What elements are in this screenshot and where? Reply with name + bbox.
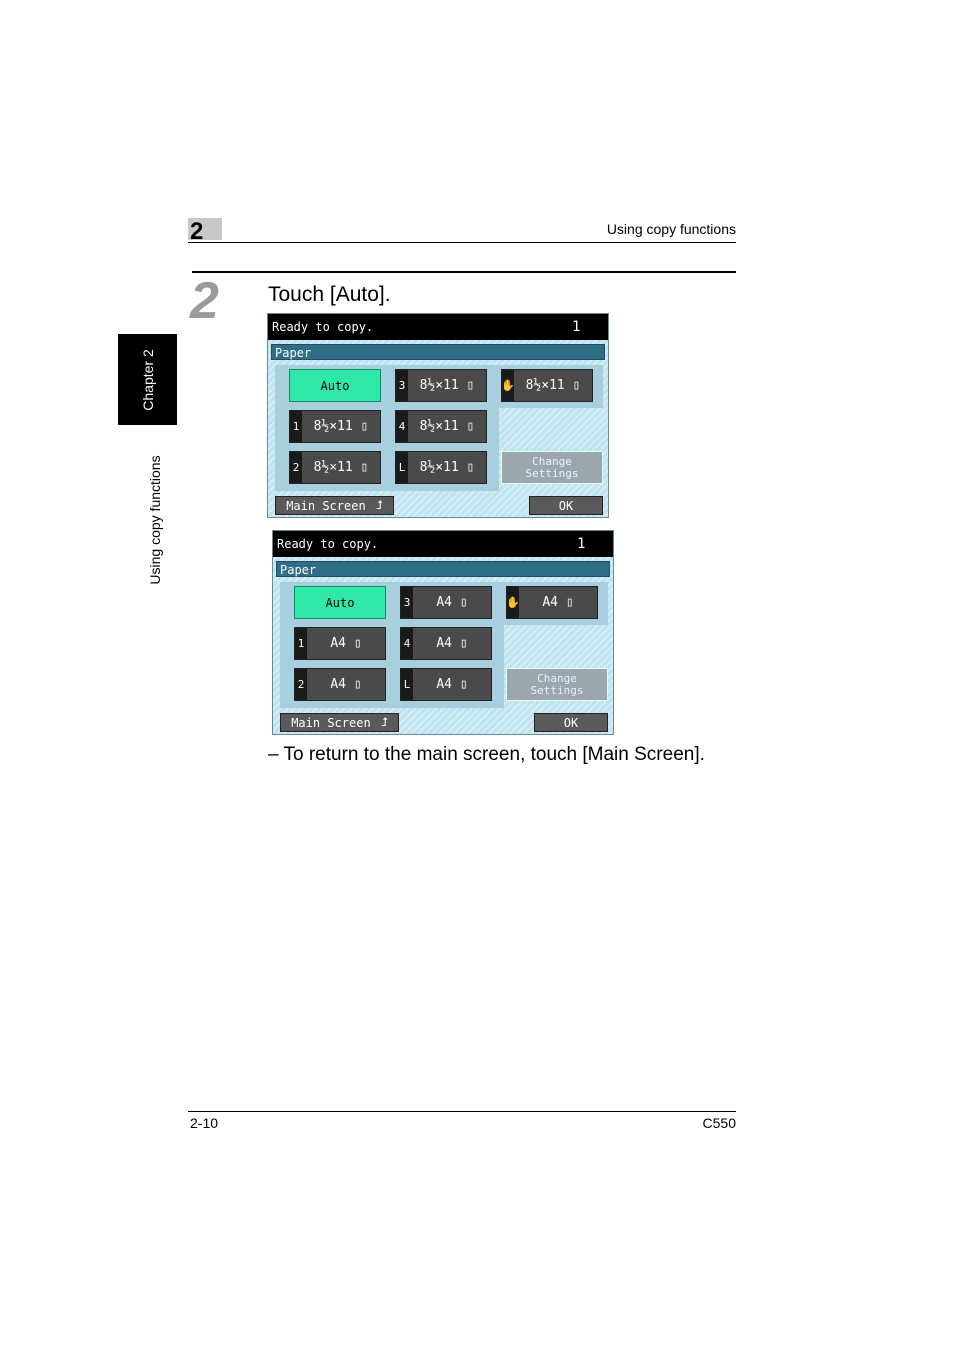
change-settings-line2: Settings xyxy=(530,683,584,697)
hand-icon: ✋ xyxy=(501,370,515,401)
copy-count: 1 xyxy=(577,536,586,552)
change-settings-line2: Settings xyxy=(525,466,579,480)
tray-paper-size: 8½×11 ▯ xyxy=(313,419,369,434)
tray-number: 4 xyxy=(396,411,408,442)
status-text: Ready to copy. xyxy=(272,320,374,334)
model-name: C550 xyxy=(702,1115,736,1131)
tray-number: 1 xyxy=(290,411,302,442)
tray-number: L xyxy=(401,669,413,700)
tray-lct-button[interactable]: L 8½×11 ▯ xyxy=(395,451,487,484)
main-screen-label: Main Screen xyxy=(291,715,371,730)
tray-3-button[interactable]: 3 A4 ▯ xyxy=(400,586,492,619)
ok-button[interactable]: OK xyxy=(534,713,608,732)
chapter-number: 2 xyxy=(190,218,204,245)
main-screen-label: Main Screen xyxy=(286,498,366,513)
change-settings-button[interactable]: Change Settings xyxy=(506,668,608,701)
status-bar: Ready to copy. 1 xyxy=(273,531,613,557)
auto-button[interactable]: Auto xyxy=(289,369,381,402)
bypass-tray-button[interactable]: ✋ A4 ▯ xyxy=(506,586,598,619)
tray-paper-size: 8½×11 ▯ xyxy=(419,419,475,434)
main-screen-button[interactable]: Main Screen ⮥ xyxy=(280,713,399,732)
paper-tab: Paper xyxy=(276,561,610,577)
tray-paper-size: 8½×11 ▯ xyxy=(525,378,581,393)
auto-button[interactable]: Auto xyxy=(294,586,386,619)
tray-paper-size: A4 ▯ xyxy=(436,636,468,651)
main-screen-button[interactable]: Main Screen ⮥ xyxy=(275,496,394,515)
tray-number: 2 xyxy=(290,452,302,483)
tray-1-button[interactable]: 1 A4 ▯ xyxy=(294,627,386,660)
tray-1-button[interactable]: 1 8½×11 ▯ xyxy=(289,410,381,443)
footer-rule xyxy=(188,1111,736,1112)
tray-number: 4 xyxy=(401,628,413,659)
tray-2-button[interactable]: 2 A4 ▯ xyxy=(294,668,386,701)
step-number: 2 xyxy=(190,272,219,330)
tray-2-button[interactable]: 2 8½×11 ▯ xyxy=(289,451,381,484)
note-text: – To return to the main screen, touch [M… xyxy=(268,744,705,765)
change-settings-button[interactable]: Change Settings xyxy=(501,451,603,484)
side-chapter-tab xyxy=(118,334,177,425)
return-arrow-icon: ⮥ xyxy=(375,498,383,512)
copier-screen-letter: Ready to copy. 1 Paper Auto 3 8½×11 ▯ ✋ … xyxy=(267,313,609,518)
copier-screen-a4: Ready to copy. 1 Paper Auto 3 A4 ▯ ✋ A4 … xyxy=(272,530,614,735)
copy-count: 1 xyxy=(572,319,581,335)
page-number: 2-10 xyxy=(190,1115,219,1131)
tray-paper-size: A4 ▯ xyxy=(436,595,468,610)
tray-number: L xyxy=(396,452,408,483)
header-rule xyxy=(188,242,736,243)
side-chapter-label: Chapter 2 xyxy=(139,348,156,411)
hand-icon: ✋ xyxy=(506,587,520,618)
header-title: Using copy functions xyxy=(606,221,736,237)
step-instruction: Touch [Auto]. xyxy=(268,283,391,306)
tray-paper-size: 8½×11 ▯ xyxy=(419,460,475,475)
chapter-number-box xyxy=(188,218,222,240)
paper-tab: Paper xyxy=(271,344,605,360)
tray-paper-size: 8½×11 ▯ xyxy=(419,378,475,393)
tray-3-button[interactable]: 3 8½×11 ▯ xyxy=(395,369,487,402)
tray-paper-size: A4 ▯ xyxy=(436,677,468,692)
tray-4-button[interactable]: 4 8½×11 ▯ xyxy=(395,410,487,443)
status-bar: Ready to copy. 1 xyxy=(268,314,608,340)
tray-number: 3 xyxy=(401,587,413,618)
tray-paper-size: A4 ▯ xyxy=(330,636,362,651)
tray-4-button[interactable]: 4 A4 ▯ xyxy=(400,627,492,660)
tray-lct-button[interactable]: L A4 ▯ xyxy=(400,668,492,701)
change-settings-line1: Change xyxy=(537,671,577,685)
bypass-tray-button[interactable]: ✋ 8½×11 ▯ xyxy=(501,369,593,402)
side-section-label: Using copy functions xyxy=(147,455,163,585)
change-settings-line1: Change xyxy=(532,454,572,468)
tray-paper-size: A4 ▯ xyxy=(542,595,574,610)
tray-number: 2 xyxy=(295,669,307,700)
step-rule xyxy=(192,271,736,273)
tray-paper-size: 8½×11 ▯ xyxy=(313,460,369,475)
tray-paper-size: A4 ▯ xyxy=(330,677,362,692)
return-arrow-icon: ⮥ xyxy=(380,715,388,729)
tray-number: 1 xyxy=(295,628,307,659)
ok-button[interactable]: OK xyxy=(529,496,603,515)
tray-number: 3 xyxy=(396,370,408,401)
status-text: Ready to copy. xyxy=(277,537,379,551)
